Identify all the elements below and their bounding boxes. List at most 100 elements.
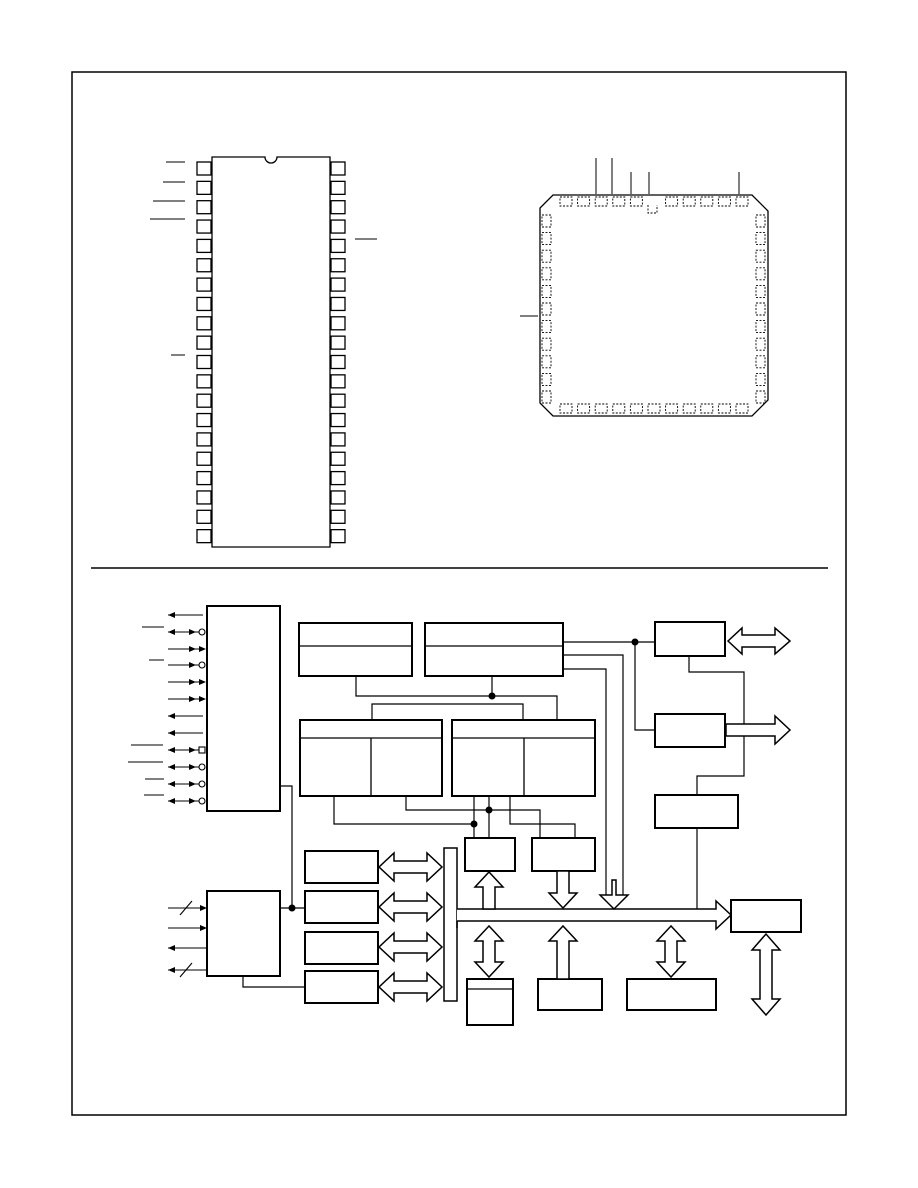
plcc-pin-left [541, 232, 552, 246]
dip-pin-right [330, 509, 346, 524]
signal-arrowhead [189, 798, 196, 804]
inversion-bubble [198, 763, 206, 771]
dip-pin-right [330, 529, 346, 544]
plcc-package [520, 158, 769, 417]
wire [509, 796, 576, 838]
arrow-down [598, 879, 630, 911]
dip-pin-left [196, 432, 212, 447]
junctions [288, 638, 639, 912]
counter-block [537, 978, 603, 1011]
dip-pin-left [196, 277, 212, 292]
dip-package [150, 156, 377, 548]
dip-pin-right [330, 219, 346, 234]
memory-block-right [424, 622, 564, 677]
plcc-pin-left [541, 337, 552, 351]
dip-pin-left [196, 509, 212, 524]
signal-arrowhead [168, 629, 175, 635]
plcc-pins [541, 196, 766, 414]
dip-pin-right [330, 296, 346, 312]
dip-pin-left [196, 219, 212, 234]
signal-arrowhead [199, 696, 206, 702]
dip-pin-left [196, 529, 212, 544]
junction-dot [470, 820, 478, 828]
dip-pin-left [196, 374, 212, 389]
dip-pin-left [196, 470, 212, 486]
dip-body [211, 156, 331, 548]
register-block-1 [304, 850, 379, 884]
dip-pin-right [330, 432, 346, 447]
dip-pin-left [196, 490, 212, 505]
dip-pin-right [330, 258, 346, 273]
plcc-pin-right [755, 302, 766, 316]
junction-dot [485, 806, 493, 814]
bidirectional-arrows [377, 626, 792, 1017]
double-arrow-v [750, 932, 782, 1017]
plcc-pin-left [541, 302, 552, 316]
signal-arrowhead [199, 679, 206, 685]
arrow-down [547, 870, 579, 910]
double-arrow-h [726, 626, 792, 656]
dip-pin-left [196, 335, 212, 350]
signal-arrowhead [168, 764, 175, 770]
unidirectional-arrows [473, 714, 792, 980]
double-arrow-h [377, 971, 444, 1003]
double-arrow-h [377, 891, 444, 923]
plcc-pin-left [541, 249, 552, 263]
inversion-bubble [198, 780, 206, 788]
main-bus-arrow [457, 899, 733, 931]
signal-arrowhead [168, 781, 175, 787]
signal-arrowhead [189, 646, 196, 652]
wire [333, 796, 475, 838]
plcc-pin-right [755, 337, 766, 351]
wires [242, 641, 745, 988]
dip-pin-right [330, 335, 346, 350]
dip-pins-right [330, 161, 346, 544]
dip-pin-right [330, 316, 346, 331]
signal-arrowhead [168, 945, 175, 951]
top-right-block-a [654, 621, 726, 657]
signal-arrowhead [189, 662, 196, 668]
arrow-up [547, 924, 579, 980]
memory-block-left [298, 622, 413, 677]
latch-block-left [464, 837, 516, 872]
signal-arrowhead [168, 713, 175, 719]
wire [280, 785, 293, 908]
signal-arrowhead [200, 905, 207, 911]
signal-arrowhead [199, 646, 206, 652]
dip-pin-right [330, 374, 346, 389]
junction-dot [288, 904, 296, 912]
plcc-pin-left [541, 267, 552, 281]
signal-terminal [198, 746, 206, 754]
plcc-pin-left [541, 320, 552, 334]
dip-pin-left [196, 258, 212, 273]
dip-pin-right [330, 470, 346, 486]
dip-pin-left [196, 200, 212, 215]
signal-arrowhead [168, 967, 175, 973]
double-arrow-v [473, 924, 505, 979]
plcc-pin-right [755, 372, 766, 386]
wire [371, 703, 524, 720]
wire [405, 796, 541, 838]
plcc-pin-right [755, 320, 766, 334]
register-block-4 [304, 970, 379, 1004]
dip-pin-left [196, 238, 212, 254]
dip-pin-right [330, 393, 346, 408]
plcc-pin-right [755, 249, 766, 263]
plcc-body [539, 194, 769, 417]
double-arrow-v [655, 924, 687, 979]
signal-arrowhead [189, 781, 196, 787]
signal-arrowhead [189, 696, 196, 702]
plcc-pin-right [755, 267, 766, 281]
plcc-pin-left [541, 372, 552, 386]
arrow-right [725, 714, 792, 746]
signal-arrowhead [168, 612, 175, 618]
bus-signals [168, 900, 207, 978]
dip-pin-left [196, 451, 212, 466]
plcc-pin-right [755, 214, 766, 228]
double-arrow-h [377, 931, 444, 963]
plcc-pin1-notch [647, 205, 658, 214]
plcc-pin-left [541, 355, 552, 369]
wire [634, 642, 655, 731]
signal-arrowhead [189, 629, 196, 635]
junction-dot [488, 692, 496, 700]
